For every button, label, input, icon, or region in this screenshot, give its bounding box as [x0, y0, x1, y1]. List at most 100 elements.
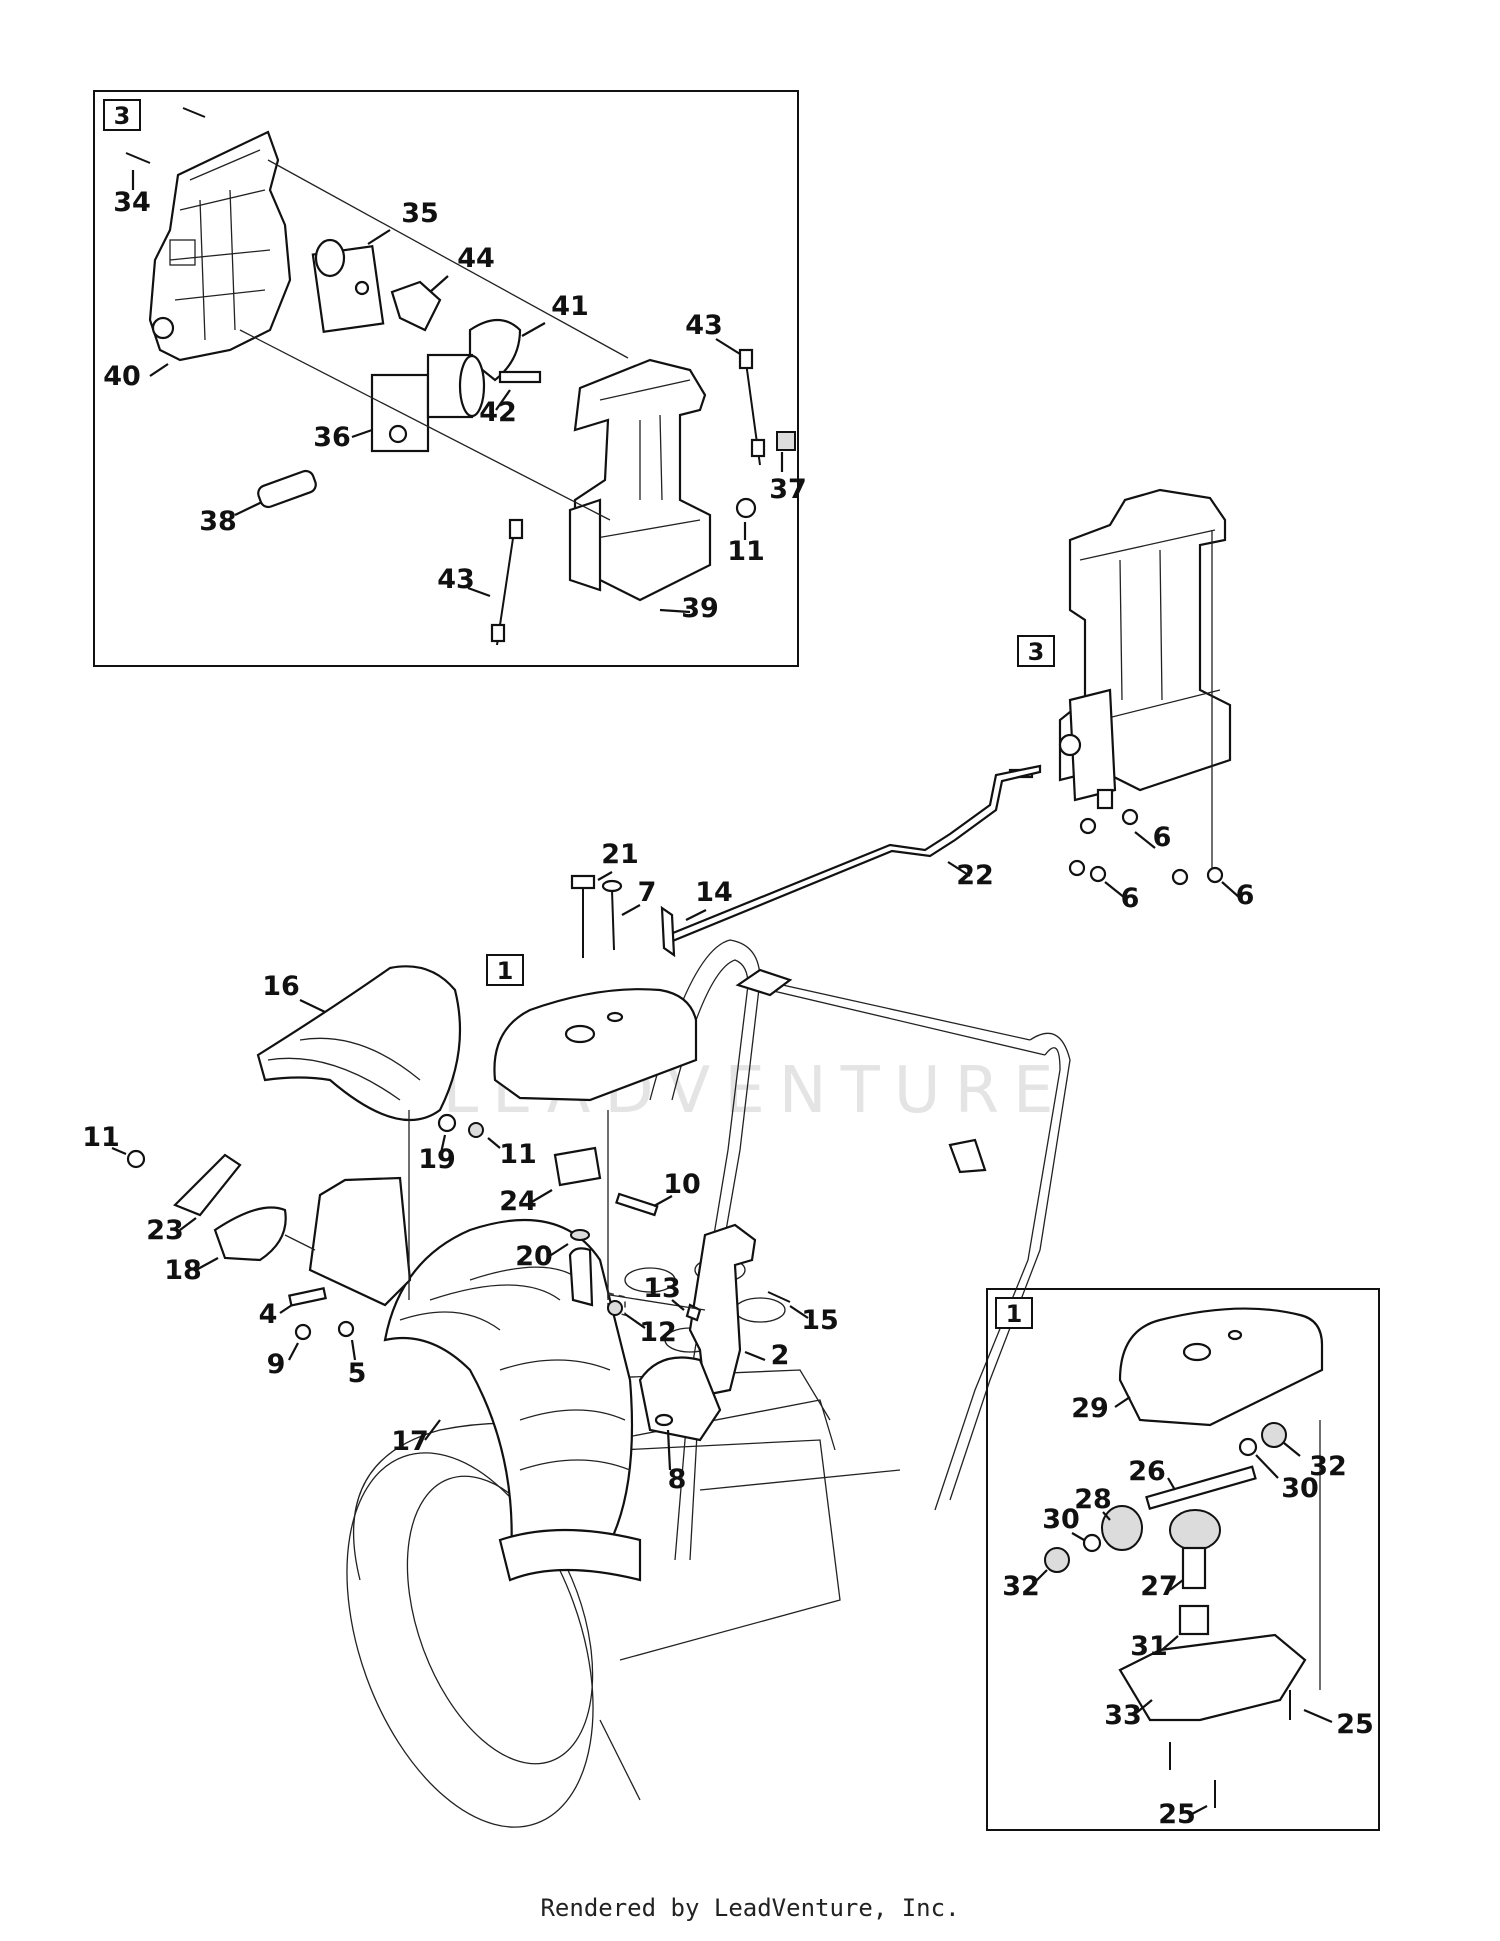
- footer-credit: Rendered by LeadVenture, Inc.: [540, 1894, 960, 1922]
- callout-label-24: 24: [499, 1186, 537, 1217]
- leader-line-43: [467, 586, 491, 598]
- washer-30-right: [1238, 1437, 1258, 1457]
- coupler-38: [257, 469, 317, 509]
- leader-line-25: [1303, 1708, 1333, 1724]
- chute-bracket: [308, 1176, 412, 1307]
- leader-line-41: [521, 322, 546, 337]
- callout-label-9: 9: [267, 1349, 286, 1380]
- callout-label-8: 8: [668, 1464, 687, 1495]
- leader-line-16: [299, 999, 326, 1013]
- callout-label-13: 13: [643, 1273, 681, 1304]
- leader-line-44: [429, 275, 449, 293]
- leader-line-9: [288, 1342, 299, 1361]
- gearbox-cover-main: [493, 988, 698, 1102]
- callout-label-32: 32: [1309, 1451, 1347, 1482]
- callout-label-34: 34: [113, 187, 151, 218]
- leader-line-32: [1031, 1569, 1048, 1586]
- washer-19: [437, 1113, 457, 1133]
- screw-9: [294, 1323, 312, 1341]
- callout-label-11: 11: [82, 1122, 120, 1153]
- washer-30-left: [1082, 1533, 1102, 1553]
- callout-label-22: 22: [956, 860, 994, 891]
- main-assembly-3: [1008, 488, 1232, 868]
- callout-label-23: 23: [146, 1215, 184, 1246]
- leader-line-4: [279, 1304, 293, 1314]
- remote-18: [213, 1206, 287, 1262]
- leader-line-11: [487, 1137, 501, 1149]
- bushing-31: [1178, 1604, 1210, 1636]
- pin-42: [498, 370, 542, 384]
- linkage-23: [173, 1153, 242, 1217]
- shaft-26: [1145, 1465, 1257, 1511]
- leader-line-13: [671, 1299, 685, 1311]
- bolt-21: [570, 874, 596, 958]
- handle-frame: [649, 939, 1071, 1561]
- callout-label-26: 26: [1128, 1456, 1166, 1487]
- callout-label-42: 42: [479, 397, 517, 428]
- cover-29: [1118, 1307, 1324, 1427]
- block-24: [553, 1146, 602, 1187]
- callout-label-25: 25: [1158, 1799, 1196, 1830]
- leader-line-40: [149, 363, 169, 377]
- callout-label-21: 21: [601, 839, 639, 870]
- leader-line-43: [715, 338, 741, 355]
- assembly-box-1-main: [486, 954, 524, 986]
- nut-11-left: [126, 1149, 146, 1169]
- inset-assembly-1: [986, 1288, 1380, 1831]
- bolt-8: [654, 1413, 674, 1427]
- leader-line-25: [1189, 1805, 1208, 1816]
- leader-line-8: [666, 1429, 672, 1471]
- leader-line-38: [234, 501, 263, 516]
- leader-line-11: [111, 1146, 127, 1156]
- clip-14: [660, 905, 676, 958]
- callout-label-27: 27: [1140, 1571, 1178, 1602]
- leader-line-10: [653, 1195, 673, 1207]
- leader-line-15: [789, 1305, 809, 1319]
- callout-label-38: 38: [199, 506, 237, 537]
- callout-label-29: 29: [1071, 1393, 1109, 1424]
- leader-line-14: [685, 909, 707, 921]
- callout-label-20: 20: [515, 1241, 553, 1272]
- callout-label-30: 30: [1281, 1473, 1319, 1504]
- gear-27: [1169, 1509, 1221, 1551]
- leader-line-28: [1102, 1511, 1111, 1521]
- assembly-box-1: [995, 1297, 1033, 1329]
- assembly-box-3-main: [1017, 635, 1055, 667]
- callout-label-15: 15: [801, 1305, 839, 1336]
- callout-label-35: 35: [401, 198, 439, 229]
- leader-line-20: [547, 1243, 569, 1258]
- leader-line-39: [659, 608, 691, 614]
- leader-line-19: [439, 1134, 447, 1154]
- callout-label-39: 39: [681, 593, 719, 624]
- assembly-label-1-main: 1: [497, 957, 514, 985]
- nut-11-center: [468, 1122, 484, 1138]
- callout-label-16: 16: [262, 971, 300, 1002]
- leader-line-30: [1255, 1454, 1279, 1479]
- chute-post: [568, 1247, 594, 1307]
- leader-line-31: [1161, 1635, 1179, 1651]
- callout-label-6: 6: [1153, 822, 1172, 853]
- leader-line-32: [1283, 1442, 1301, 1457]
- leader-line-35: [367, 229, 391, 245]
- callout-label-43: 43: [437, 564, 475, 595]
- callout-label-30: 30: [1042, 1504, 1080, 1535]
- housing-right-half: [568, 358, 712, 602]
- callout-label-41: 41: [551, 291, 589, 322]
- housing-left-half: [148, 130, 292, 362]
- callout-label-5: 5: [348, 1358, 367, 1389]
- callout-label-33: 33: [1104, 1700, 1142, 1731]
- leader-line-5: [350, 1339, 357, 1361]
- callout-label-36: 36: [313, 422, 351, 453]
- motor-upper: [311, 238, 385, 334]
- callout-label-11: 11: [499, 1139, 537, 1170]
- leader-line-6: [1134, 831, 1156, 849]
- leader-line-33: [1134, 1699, 1153, 1715]
- motor-lower: [370, 353, 486, 453]
- leader-line-27: [1169, 1579, 1184, 1591]
- callout-label-44: 44: [457, 243, 495, 274]
- callout-label-6: 6: [1121, 883, 1140, 914]
- deflector-16: [256, 965, 462, 1122]
- callout-label-17: 17: [391, 1426, 429, 1457]
- leader-line-21: [597, 871, 613, 881]
- chute-17: [383, 1218, 642, 1582]
